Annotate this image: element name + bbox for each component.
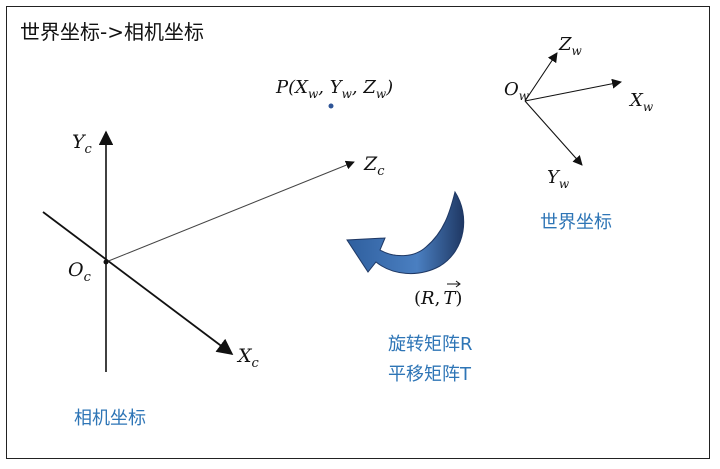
world-origin-label: Ow (504, 79, 530, 103)
world-y-label: Yw (547, 167, 570, 191)
world-x-axis (524, 78, 622, 102)
world-y-axis (524, 100, 583, 166)
vector-arrow-over-t (447, 280, 461, 288)
world-point-label: P(Xw, Yw, Zw) (275, 77, 393, 101)
camera-y-label: Yc (72, 131, 93, 157)
world-z-axis (524, 52, 558, 102)
camera-z-label: Zc (363, 153, 385, 179)
camera-x-axis (42, 211, 234, 355)
camera-origin-dot (103, 259, 109, 265)
camera-x-label: Xc (236, 345, 260, 371)
diagram-title: 世界坐标->相机坐标 (20, 20, 204, 44)
diagram-frame (6, 6, 710, 459)
translation-matrix-label: 平移矩阵T (388, 364, 471, 385)
camera-z-axis (105, 160, 355, 263)
rotation-matrix-label: 旋转矩阵R (388, 334, 473, 355)
camera-origin-label: Oc (68, 259, 92, 285)
world-x-label: Xw (628, 90, 654, 114)
transform-label: (R,T) (414, 288, 462, 309)
camera-coordinate-label: 相机坐标 (74, 408, 146, 429)
world-coordinate-label: 世界坐标 (540, 212, 612, 233)
transform-curved-arrow (346, 190, 465, 275)
world-point-dot (328, 103, 334, 109)
world-z-label: Zw (558, 34, 583, 58)
